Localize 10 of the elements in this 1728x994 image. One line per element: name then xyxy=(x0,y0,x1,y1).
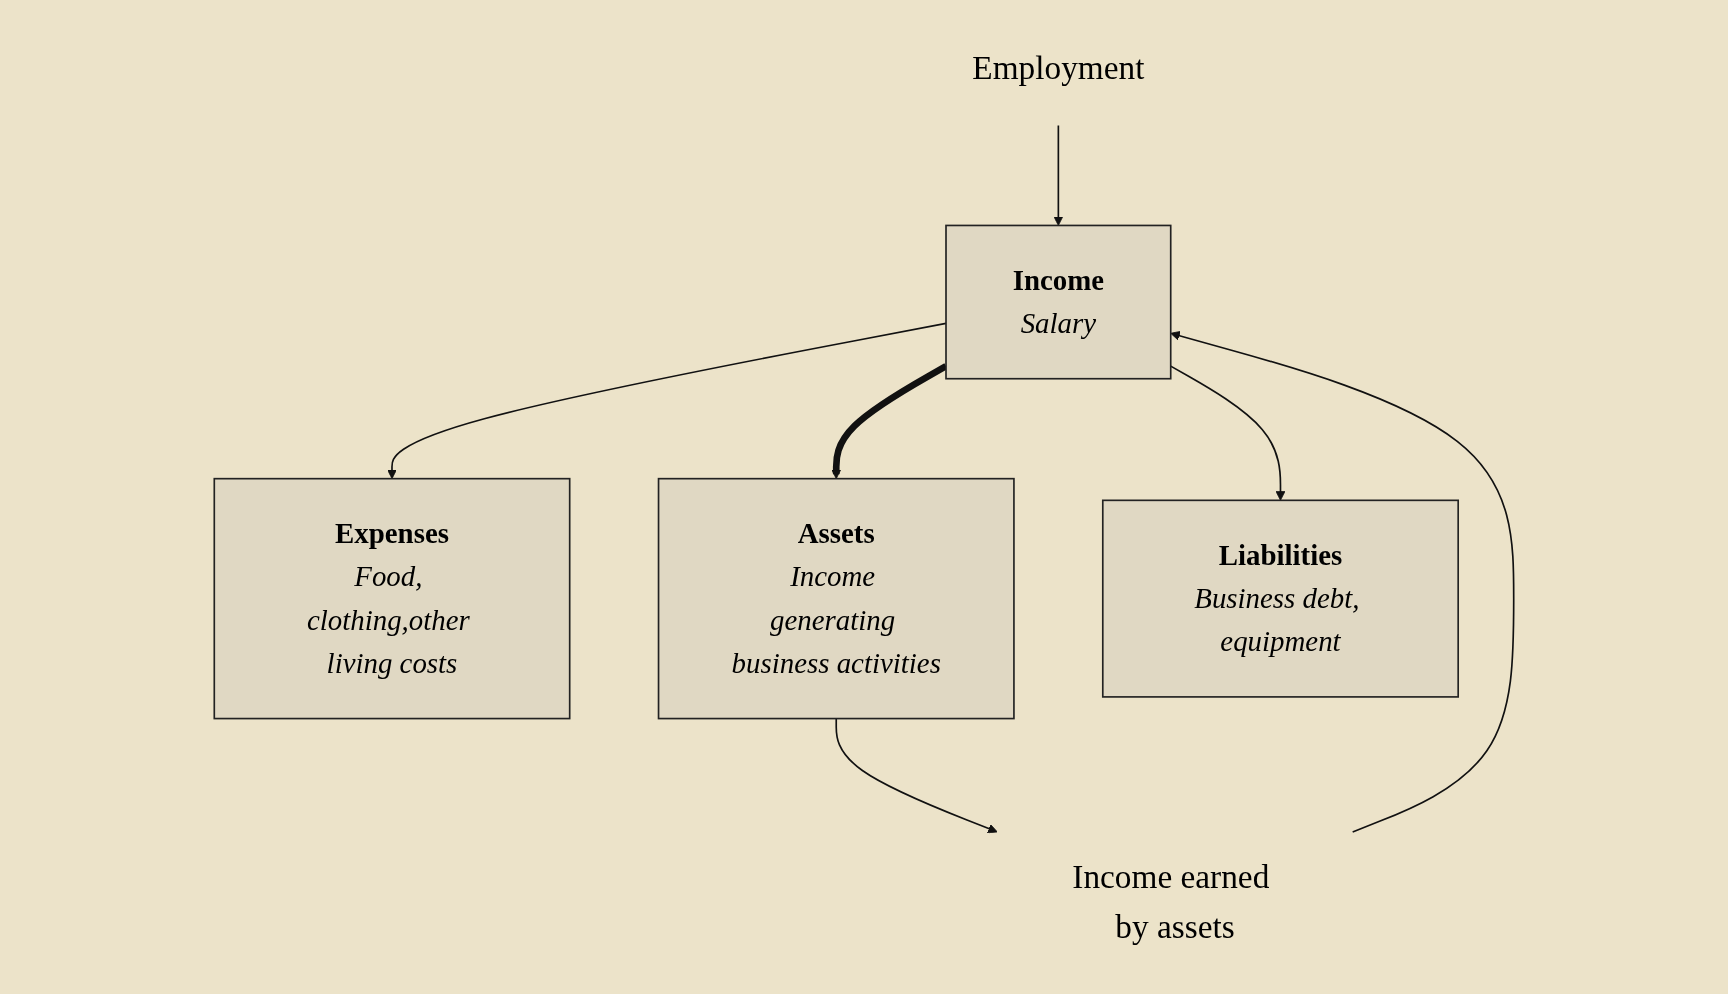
node-box: Assets Income generating business activities xyxy=(657,477,1015,720)
arrow xyxy=(387,322,947,480)
node-text: Employment xyxy=(972,48,1145,86)
arrow xyxy=(835,717,998,834)
arrow xyxy=(1053,124,1064,226)
node-text: Income earned by assets xyxy=(1072,858,1270,946)
node-box: Expenses Food, clothing,other living costs xyxy=(213,477,571,720)
arrow xyxy=(1170,331,1515,833)
node-box: Liabilities Business debt, equipment xyxy=(1101,499,1459,698)
node-box: Income Salary xyxy=(945,224,1172,380)
